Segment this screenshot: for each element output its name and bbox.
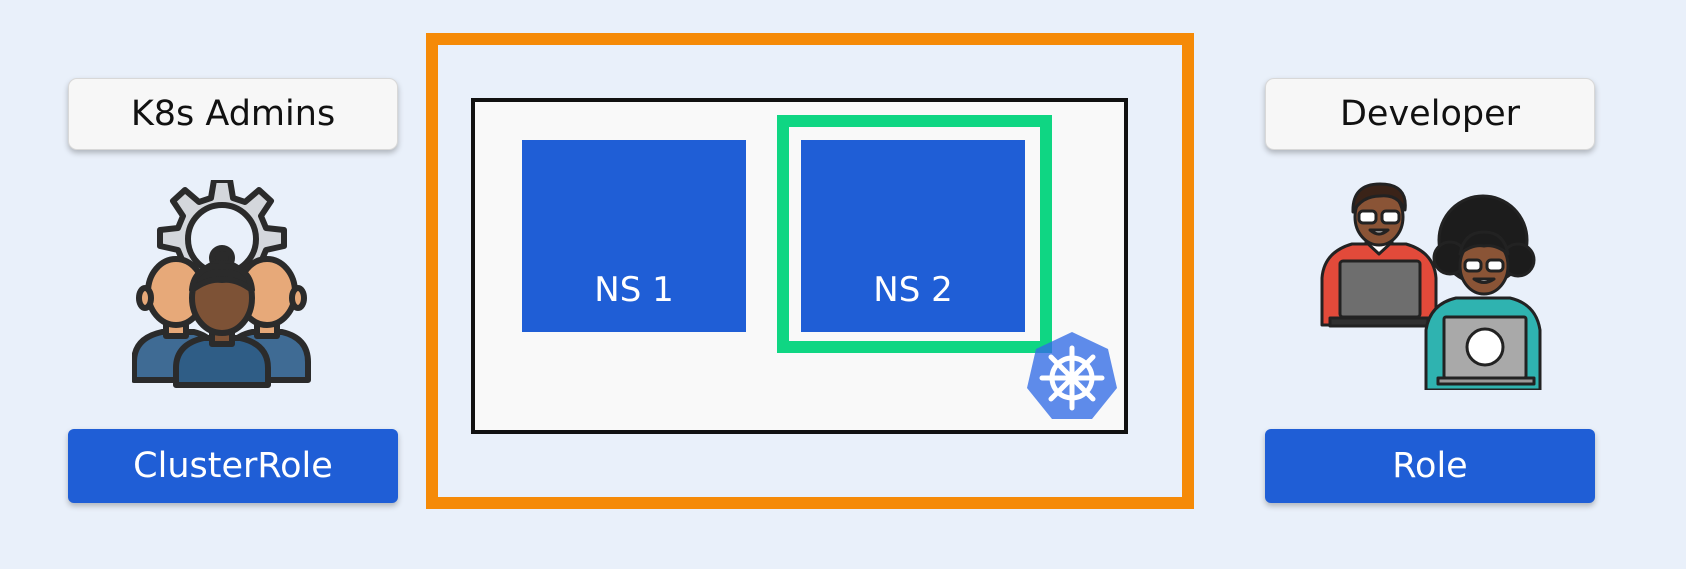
admin-group-gear-icon [131, 177, 312, 399]
namespace-ns2: NS 2 [801, 140, 1025, 332]
role-badge: Role [1265, 429, 1595, 503]
clusterrole-badge: ClusterRole [68, 429, 398, 503]
developers-laptops-icon [1318, 180, 1546, 394]
role-scope-highlight [777, 115, 1052, 353]
namespace-ns1: NS 1 [522, 140, 746, 332]
kubernetes-icon [1025, 330, 1119, 426]
developer-label: Developer [1265, 78, 1595, 150]
k8s-admins-label: K8s Admins [68, 78, 398, 150]
